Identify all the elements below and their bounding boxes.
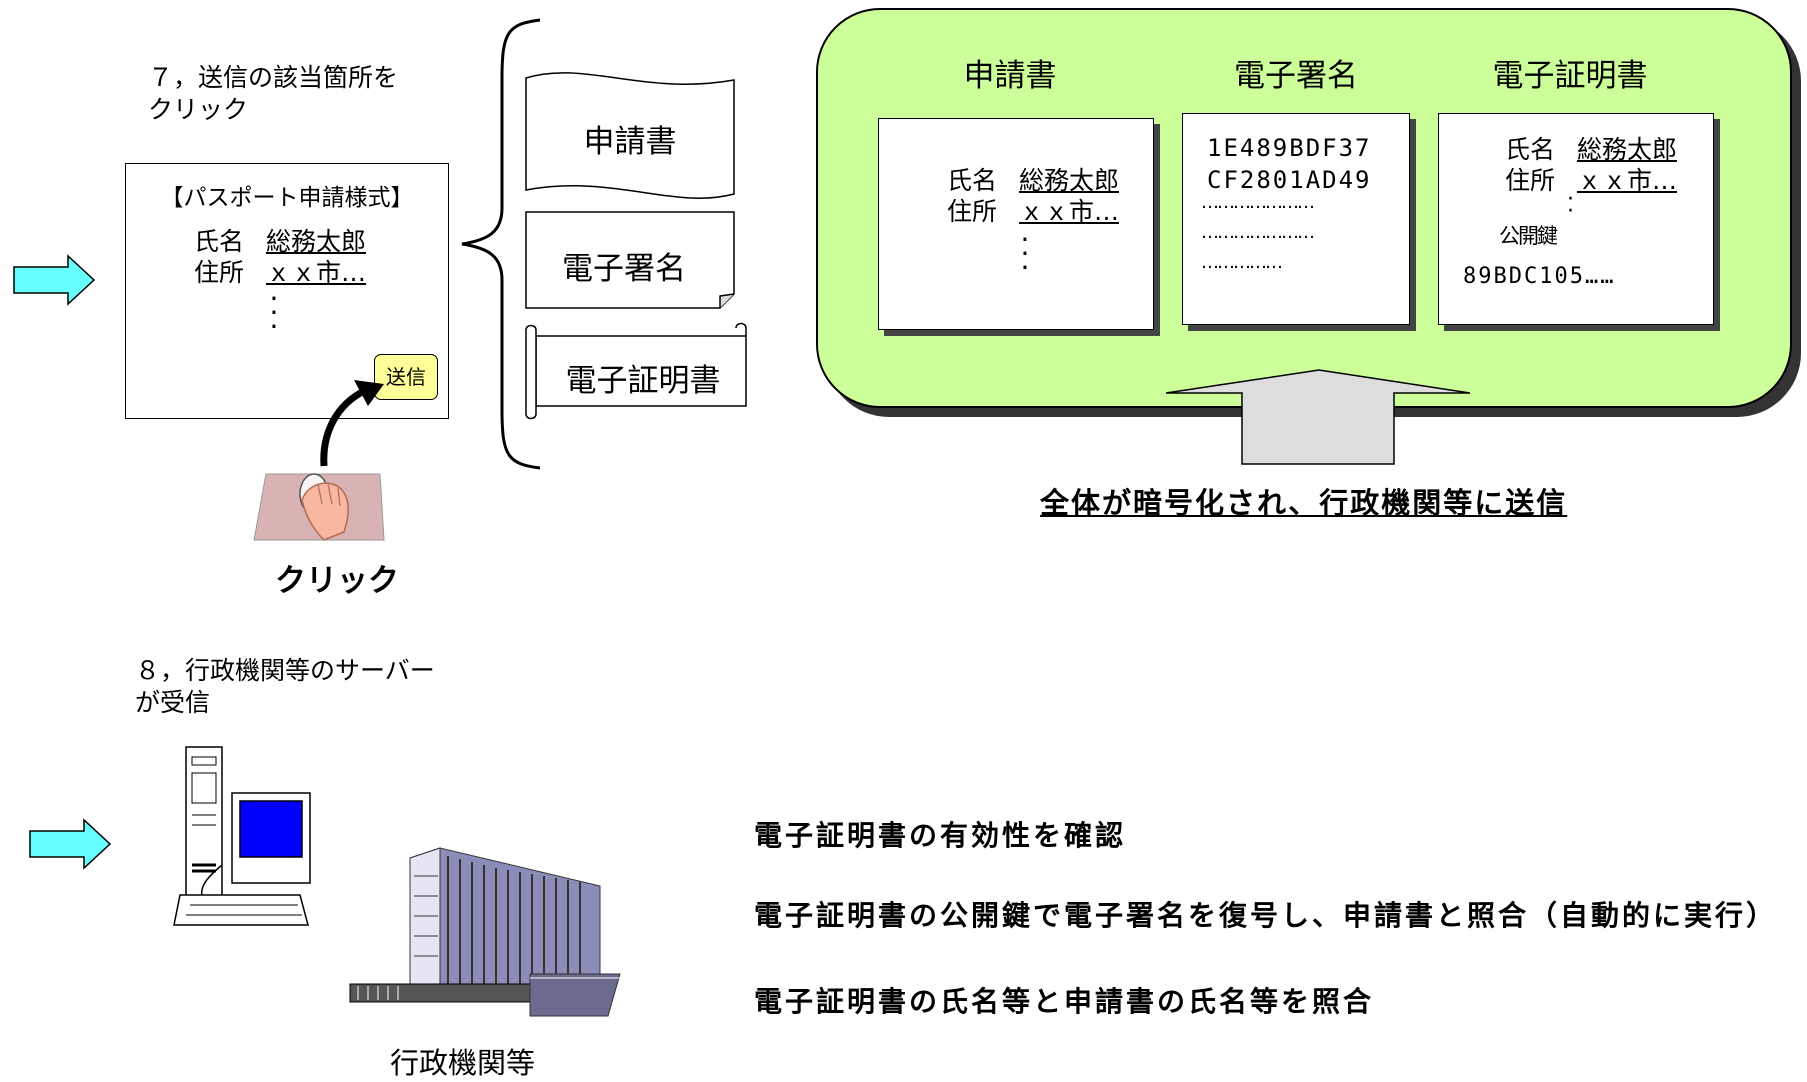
form-more-dots: ···	[269, 282, 279, 343]
doc-label-application: 申請書	[583, 124, 677, 160]
panel-header-application: 申請書	[963, 58, 1057, 94]
panel-app-name-label: 氏名	[947, 166, 998, 195]
passport-form: 【パスポート申請様式】 氏名 総務太郎 住所 ｘｘ市… ··· 送信	[125, 163, 449, 419]
panel-header-certificate: 電子証明書	[1492, 58, 1648, 94]
server-computer-icon	[173, 746, 311, 926]
form-title: 【パスポート申請様式】	[160, 185, 414, 211]
check-item-1: 電子証明書の有効性を確認	[754, 819, 1127, 852]
form-name-value: 総務太郎	[265, 227, 366, 256]
panel-cert-name-label: 氏名	[1505, 135, 1556, 164]
step7-cyan-arrow-icon	[13, 254, 96, 306]
panel-app-address-label: 住所	[947, 197, 998, 226]
signature-doc-shape	[525, 211, 735, 309]
government-building-icon	[349, 847, 621, 1017]
form-address-label: 住所	[194, 258, 245, 287]
step7-label: ７，送信の該当箇所を クリック	[148, 63, 399, 124]
panel-cert-name-value: 総務太郎	[1576, 135, 1677, 164]
form-address-row: 住所 ｘｘ市…	[194, 257, 366, 288]
form-address-value: ｘｘ市…	[265, 258, 366, 287]
panel-cert-more-dots: ··	[1567, 187, 1574, 224]
mouse-click-icon	[253, 473, 385, 541]
step8-label: ８，行政機関等のサーバー が受信	[135, 656, 435, 717]
public-key-value: 89BDC105……	[1463, 264, 1616, 289]
panel-cert-name-row: 氏名 総務太郎	[1505, 134, 1677, 165]
doc-label-signature: 電子署名	[562, 251, 686, 287]
public-key-label: 公開鍵	[1499, 224, 1558, 248]
panel-header-signature: 電子署名	[1234, 58, 1358, 94]
signature-line-4: …………………	[1201, 222, 1315, 243]
certificate-doc-shape	[525, 322, 747, 420]
brace-icon	[461, 18, 541, 470]
step8-cyan-arrow-icon	[29, 818, 112, 870]
signature-line-5: ……………	[1201, 252, 1283, 273]
panel-app-address-value: ｘｘ市…	[1018, 197, 1119, 226]
transmit-up-arrow-icon	[1165, 369, 1471, 465]
send-button[interactable]: 送信	[374, 354, 438, 400]
form-name-row: 氏名 総務太郎	[194, 226, 366, 257]
signature-line-1: 1E489BDF37	[1207, 134, 1372, 162]
application-doc-shape	[525, 72, 735, 199]
panel-app-more-dots: ···	[1020, 223, 1030, 284]
panel-app-address-row: 住所 ｘｘ市…	[947, 196, 1119, 227]
panel-app-name-value: 総務太郎	[1018, 166, 1119, 195]
panel-cert-address-label: 住所	[1505, 166, 1556, 195]
panel-application-box: 氏名 総務太郎 住所 ｘｘ市… ···	[878, 118, 1154, 330]
click-caption: クリック	[275, 563, 399, 599]
panel-signature-box: 1E489BDF37 CF2801AD49 ………………… ………………… ………	[1182, 113, 1410, 325]
signature-line-2: CF2801AD49	[1207, 166, 1372, 194]
encrypted-send-caption: 全体が暗号化され、行政機関等に送信	[1040, 486, 1568, 520]
panel-cert-address-row: 住所 ｘｘ市…	[1505, 165, 1677, 196]
panel-app-name-row: 氏名 総務太郎	[947, 165, 1119, 196]
form-name-label: 氏名	[194, 227, 245, 256]
panel-certificate-box: 氏名 総務太郎 住所 ｘｘ市… ·· 公開鍵 89BDC105……	[1438, 113, 1714, 325]
pointer-arrow-icon	[320, 380, 384, 467]
signature-line-3: …………………	[1201, 192, 1315, 213]
check-item-2: 電子証明書の公開鍵で電子署名を復号し、申請書と照合（自動的に実行）	[754, 899, 1778, 932]
building-caption: 行政機関等	[390, 1046, 536, 1080]
doc-label-certificate: 電子証明書	[565, 363, 721, 399]
check-item-3: 電子証明書の氏名等と申請書の氏名等を照合	[754, 985, 1375, 1018]
panel-cert-address-value: ｘｘ市…	[1576, 166, 1677, 195]
